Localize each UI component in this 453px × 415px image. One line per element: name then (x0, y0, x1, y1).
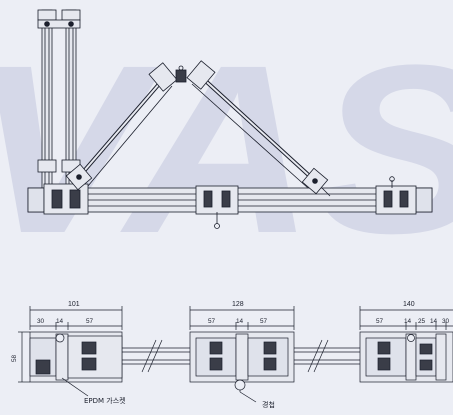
arm-hinge-right (301, 167, 331, 197)
dim-left-part-1: 30 (37, 318, 45, 325)
section-profile-middle (189, 331, 295, 392)
dim-left-part-2: 14 (56, 318, 64, 325)
top-view (27, 9, 433, 229)
track-joint-middle (195, 185, 239, 229)
dim-middle-part-1: 57 (208, 318, 216, 325)
pivot-leader-line (239, 391, 257, 403)
dimension-labels: 101 30 14 57 128 57 14 57 140 57 14 25 1… (11, 301, 450, 362)
dim-middle-part-3: 57 (260, 318, 268, 325)
diagonal-arm-left (76, 74, 173, 187)
dim-middle-total: 128 (232, 301, 244, 308)
dim-right-part-3: 25 (418, 318, 426, 325)
dim-lines-parts (30, 322, 453, 330)
post-header (37, 19, 81, 29)
dim-right-total: 140 (403, 301, 415, 308)
dim-left-part-3: 57 (86, 318, 94, 325)
dim-height: 58 (11, 354, 18, 362)
track-joint-left (43, 183, 89, 215)
dim-middle-part-2: 14 (236, 318, 244, 325)
gasket-leader-line (61, 377, 89, 397)
section-profile-right (359, 331, 453, 383)
section-profile-left (29, 331, 123, 383)
dim-right-part-1: 57 (376, 318, 384, 325)
break-mark-left (141, 339, 163, 373)
break-mark-middle (307, 339, 329, 373)
diagonal-arm-right (191, 72, 316, 189)
dim-right-part-2: 14 (404, 318, 412, 325)
dim-lines-height (18, 331, 30, 383)
track-joint-right (375, 176, 417, 215)
dim-right-part-4: 14 (430, 318, 438, 325)
pivot-callout-label: 경첩 (262, 400, 275, 409)
dim-left-total: 101 (68, 301, 80, 308)
arm-hinge-left (65, 163, 93, 191)
gasket-callout-label: EPDM 가스켓 (84, 396, 126, 405)
dim-right-part-5: 30 (442, 318, 450, 325)
apex-hinge (148, 60, 216, 92)
section-view (18, 306, 453, 403)
